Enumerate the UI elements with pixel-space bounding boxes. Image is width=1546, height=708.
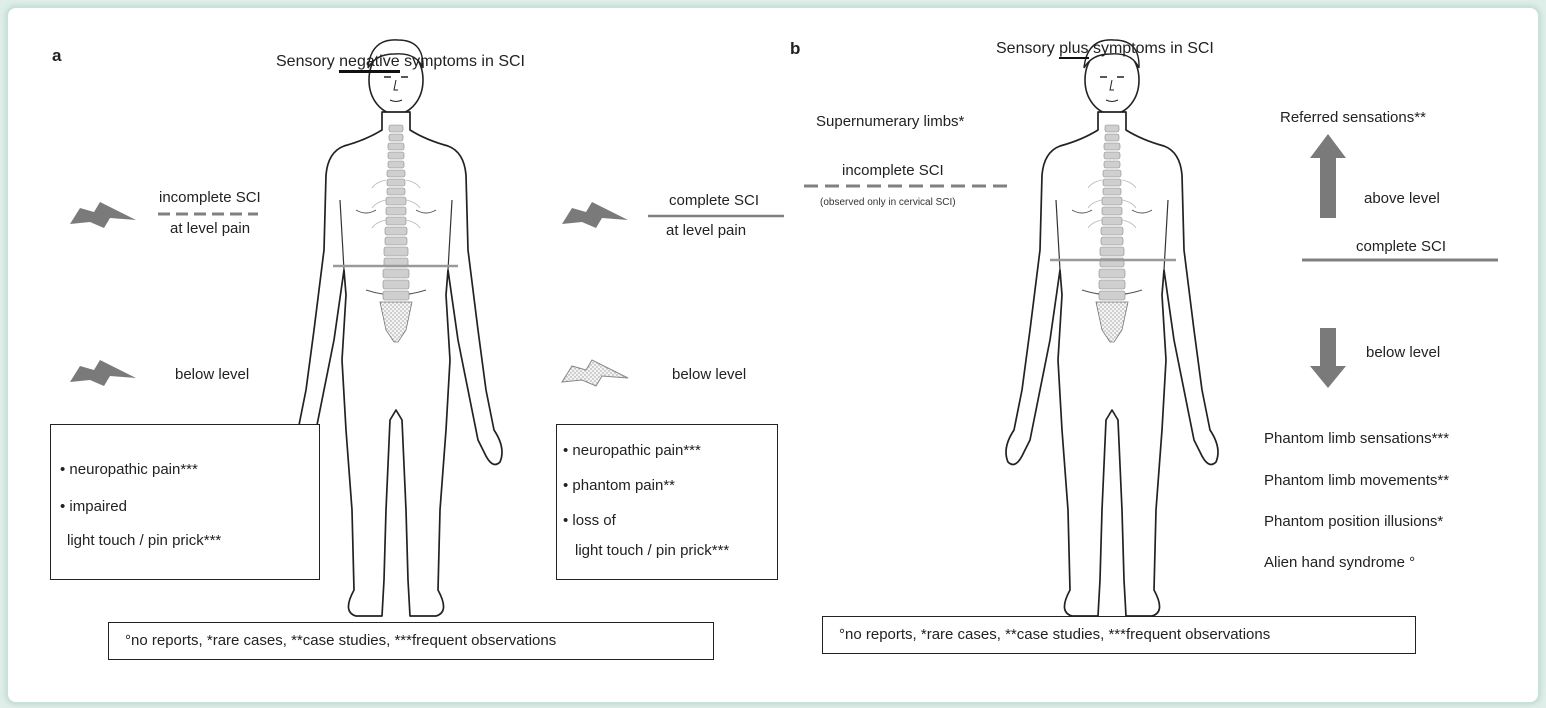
lightning-bolt-icon (562, 202, 628, 228)
supernumerary-limbs-label: Supernumerary limbs* (816, 113, 964, 131)
at-level-pain-label-left: at level pain (170, 220, 250, 238)
panel-b-title-emphasis: plus (1059, 40, 1088, 59)
box-line: • neuropathic pain*** (563, 442, 701, 460)
panel-a-title-pre: Sensory (276, 53, 339, 70)
above-level-label: above level (1364, 190, 1440, 208)
legend-box-b: °no reports, *rare cases, **case studies… (822, 616, 1416, 654)
lightning-bolt-icon (70, 202, 136, 228)
legend-box-a: °no reports, *rare cases, **case studies… (108, 622, 714, 660)
complete-sci-label: complete SCI (669, 192, 759, 210)
human-figure-a (290, 40, 502, 616)
figure-frame: a Sensory negative symptoms in SCI incom… (6, 6, 1540, 704)
phantom-list-item: Alien hand syndrome ° (1264, 554, 1415, 572)
dotted-lightning-bolt-icon (562, 360, 628, 386)
legend-text-a: °no reports, *rare cases, **case studies… (125, 632, 556, 650)
at-level-pain-label-right: at level pain (666, 222, 746, 240)
legend-text-b: °no reports, *rare cases, **case studies… (839, 626, 1270, 644)
phantom-list-item: Phantom limb movements** (1264, 472, 1449, 490)
panel-b-title-post: symptoms in SCI (1089, 40, 1214, 57)
box-line: • loss of (563, 512, 616, 530)
box-line: • neuropathic pain*** (60, 461, 198, 479)
panel-a-title-emphasis: negative (339, 53, 400, 73)
panel-b-title: Sensory plus symptoms in SCI (996, 40, 1214, 58)
panel-b-title-pre: Sensory (996, 40, 1059, 57)
incomplete-sci-label-b: incomplete SCI (842, 162, 944, 180)
human-figure-b (1006, 40, 1218, 616)
panel-a-title-post: symptoms in SCI (400, 53, 525, 70)
incomplete-sci-label: incomplete SCI (159, 189, 261, 207)
phantom-list-item: Phantom limb sensations*** (1264, 430, 1449, 448)
box-line: light touch / pin prick*** (67, 532, 221, 550)
below-level-label-right: below level (672, 366, 746, 384)
referred-sensations-label: Referred sensations** (1280, 109, 1426, 127)
arrow-down-icon (1310, 328, 1346, 388)
panel-letter-b: b (790, 40, 800, 58)
box-line: light touch / pin prick*** (575, 542, 729, 560)
lightning-bolt-icon (70, 360, 136, 386)
box-line: • phantom pain** (563, 477, 675, 495)
complete-sci-label-b: complete SCI (1356, 238, 1446, 256)
panel-letter-a: a (52, 47, 61, 65)
below-level-label-left: below level (175, 366, 249, 384)
panel-a-title: Sensory negative symptoms in SCI (276, 53, 525, 71)
incomplete-sci-symptoms-box: • neuropathic pain*** • impaired light t… (50, 424, 320, 580)
cervical-note: (observed only in cervical SCI) (820, 194, 956, 212)
phantom-list-item: Phantom position illusions* (1264, 513, 1443, 531)
arrow-up-icon (1310, 134, 1346, 218)
box-line: • impaired (60, 498, 127, 516)
below-level-label-b: below level (1366, 344, 1440, 362)
complete-sci-symptoms-box: • neuropathic pain*** • phantom pain** •… (556, 424, 778, 580)
